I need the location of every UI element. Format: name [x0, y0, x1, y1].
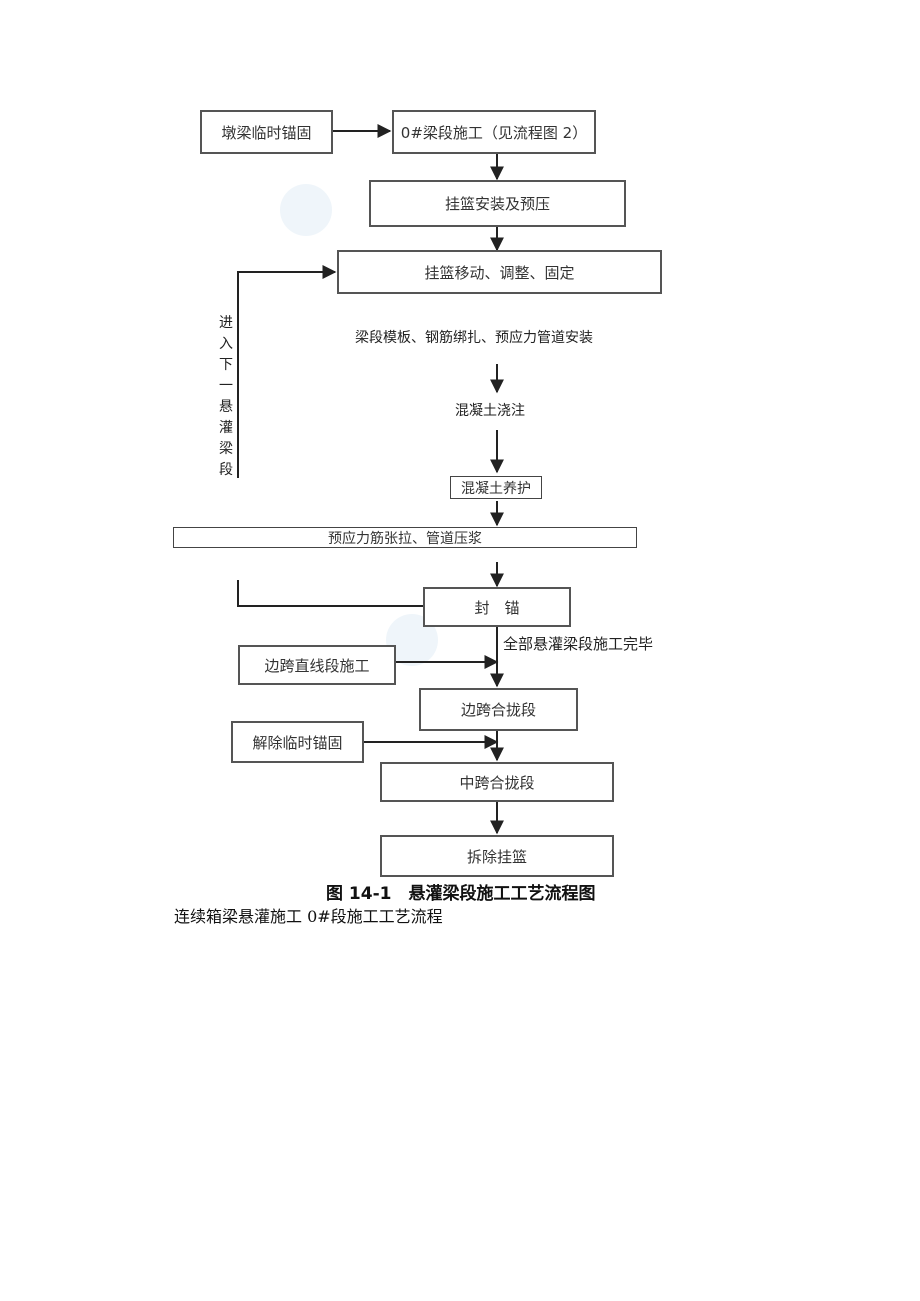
- node-release-temporary-anchor: 解除临时锚固: [231, 721, 364, 763]
- loop-label-char: 梁: [219, 441, 233, 457]
- loop-label-char: 下: [219, 357, 233, 373]
- node-side-span-closure: 边跨合拢段: [419, 688, 578, 731]
- figure-caption: 图 14-1 悬灌梁段施工工艺流程图: [326, 884, 596, 904]
- loop-label-char: 灌: [219, 420, 233, 436]
- node-remove-basket: 拆除挂篮: [380, 835, 614, 877]
- node-concrete-pour: 混凝土浇注: [455, 403, 525, 419]
- node-segment-0: 0#梁段施工（见流程图 2）: [392, 110, 596, 154]
- node-tension-grouting: 预应力筋张拉、管道压浆: [173, 527, 637, 548]
- label-all-segments-done: 全部悬灌梁段施工完毕: [503, 635, 654, 653]
- loop-label-char: 一: [219, 378, 233, 394]
- node-mid-span-closure: 中跨合拢段: [380, 762, 614, 802]
- node-formwork: 梁段模板、钢筋绑扎、预应力管道安装: [355, 330, 593, 346]
- loop-label-char: 段: [219, 462, 233, 478]
- node-pier-temporary-anchor: 墩梁临时锚固: [200, 110, 333, 154]
- watermark-snowflake-icon: [386, 614, 438, 666]
- document-line: 连续箱梁悬灌施工 0#段施工工艺流程: [174, 907, 443, 926]
- node-concrete-cure: 混凝土养护: [450, 476, 542, 499]
- node-basket-move: 挂篮移动、调整、固定: [337, 250, 662, 294]
- node-side-span-straight: 边跨直线段施工: [238, 645, 396, 685]
- watermark-snowflake-icon: [280, 184, 332, 236]
- loop-label-vertical: 进 入 下 一 悬 灌 梁 段 施: [217, 313, 235, 478]
- loop-label-char: 进: [219, 315, 233, 331]
- node-basket-install: 挂篮安装及预压: [369, 180, 626, 227]
- loop-label-char: 悬: [219, 399, 233, 415]
- node-seal-anchor: 封 锚: [423, 587, 571, 627]
- loop-label-char: 入: [219, 336, 233, 352]
